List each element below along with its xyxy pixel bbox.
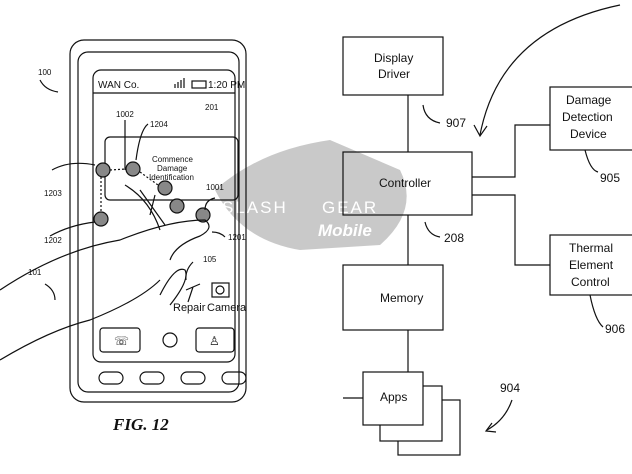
thermal-label-3: Control xyxy=(571,275,610,289)
app-repair-label: Repair xyxy=(173,302,206,314)
apps-block xyxy=(362,371,424,426)
memory-block xyxy=(342,264,444,331)
ref-904: 904 xyxy=(500,381,520,395)
apps-label: Apps xyxy=(380,390,407,404)
contact-icon: ♙ xyxy=(209,334,220,348)
ref-1201: 1201 xyxy=(228,233,246,242)
ref-907: 907 xyxy=(446,116,466,130)
ref-1002: 1002 xyxy=(116,110,134,119)
nav-home-button xyxy=(162,332,178,348)
controller-label: Controller xyxy=(379,176,431,190)
ref-1203: 1203 xyxy=(44,189,62,198)
ref-906: 906 xyxy=(605,322,625,336)
nav-contact-button xyxy=(195,327,235,353)
ref-1202: 1202 xyxy=(44,236,62,245)
watermark-text-3: Mobile xyxy=(318,221,372,240)
app-camera-label: Camera xyxy=(207,302,247,314)
ref-1204: 1204 xyxy=(150,120,168,129)
watermark-text-1: SLASH xyxy=(222,198,288,217)
ref-100: 100 xyxy=(38,68,52,77)
display-driver-block xyxy=(342,36,444,96)
damage-detection-block xyxy=(549,86,632,151)
phone-icon: ☏ xyxy=(114,334,129,348)
nav-phone-button xyxy=(99,327,141,353)
ref-905: 905 xyxy=(600,171,620,185)
memory-label: Memory xyxy=(380,291,423,305)
dialog-line-1: Commence xyxy=(152,155,193,164)
slashgear-watermark: SLASH GEAR Mobile xyxy=(215,140,407,250)
block-labels: Display Driver 907 Controller 208 Memory… xyxy=(374,51,625,404)
dialog-line-3: Identification xyxy=(149,173,194,182)
camera-icon xyxy=(211,282,230,298)
ref-105: 105 xyxy=(203,255,217,264)
watermark-text-2: GEAR xyxy=(322,198,378,217)
thermal-label-2: Element xyxy=(569,258,614,272)
dialog-line-2: Damage xyxy=(157,164,188,173)
figure-caption: FIG. 12 xyxy=(112,415,169,434)
ref-1001: 1001 xyxy=(206,183,224,192)
block-diagram xyxy=(342,4,632,456)
ref-201: 201 xyxy=(205,103,219,112)
ref-208: 208 xyxy=(444,231,464,245)
damage-label-2: Detection xyxy=(562,110,613,124)
time-label: 1:20 PM xyxy=(208,80,245,91)
hammer-icon xyxy=(185,283,201,303)
damage-label-1: Damage xyxy=(566,93,612,107)
ref-101: 101 xyxy=(28,268,42,277)
battery-icon xyxy=(191,80,207,89)
phone-drawing xyxy=(0,39,247,403)
signal-icon xyxy=(174,78,185,88)
display-driver-label-2: Driver xyxy=(378,67,410,81)
thermal-label-1: Thermal xyxy=(569,241,613,255)
damage-label-3: Device xyxy=(570,127,607,141)
phone-labels: WAN Co. 1:20 PM 201 100 101 1002 1204 12… xyxy=(28,68,247,434)
display-driver-label-1: Display xyxy=(374,51,413,65)
carrier-label: WAN Co. xyxy=(98,80,139,91)
